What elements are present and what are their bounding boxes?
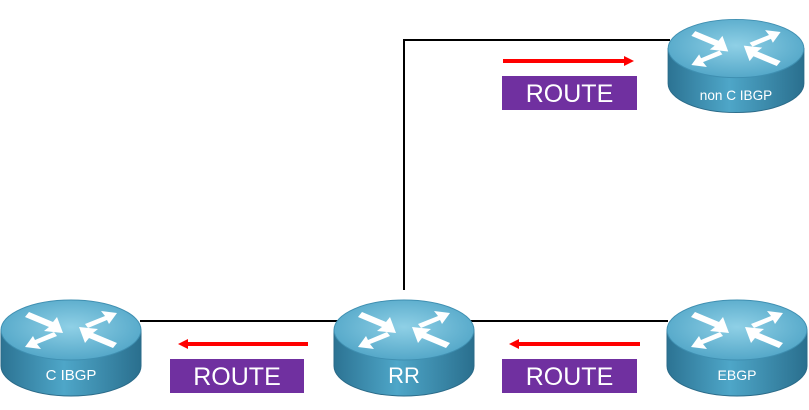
network-links [140, 39, 670, 322]
route-box [502, 359, 637, 393]
router-label: C IBGP [46, 367, 97, 384]
route-to-c-ibgp: ROUTE [170, 339, 308, 393]
route-label: ROUTE [526, 80, 614, 108]
router-label: EBGP [718, 367, 757, 383]
link-rr-non-c-ibgp [403, 39, 670, 290]
router-c-ibgp: C IBGP [0, 299, 142, 397]
router-rr: RR [333, 299, 475, 397]
router-label: RR [388, 363, 420, 388]
router-label: non C IBGP [700, 88, 772, 103]
route-label: ROUTE [193, 363, 281, 391]
route-label: ROUTE [526, 363, 614, 391]
route-from-ebgp: ROUTE [502, 339, 640, 393]
route-box [502, 76, 637, 110]
router-non-c-ibgp: non C IBGP [667, 18, 805, 114]
route-box [170, 359, 304, 393]
route-to-non-c-ibgp: ROUTE [502, 56, 637, 110]
router-ebgp: EBGP [666, 299, 808, 397]
